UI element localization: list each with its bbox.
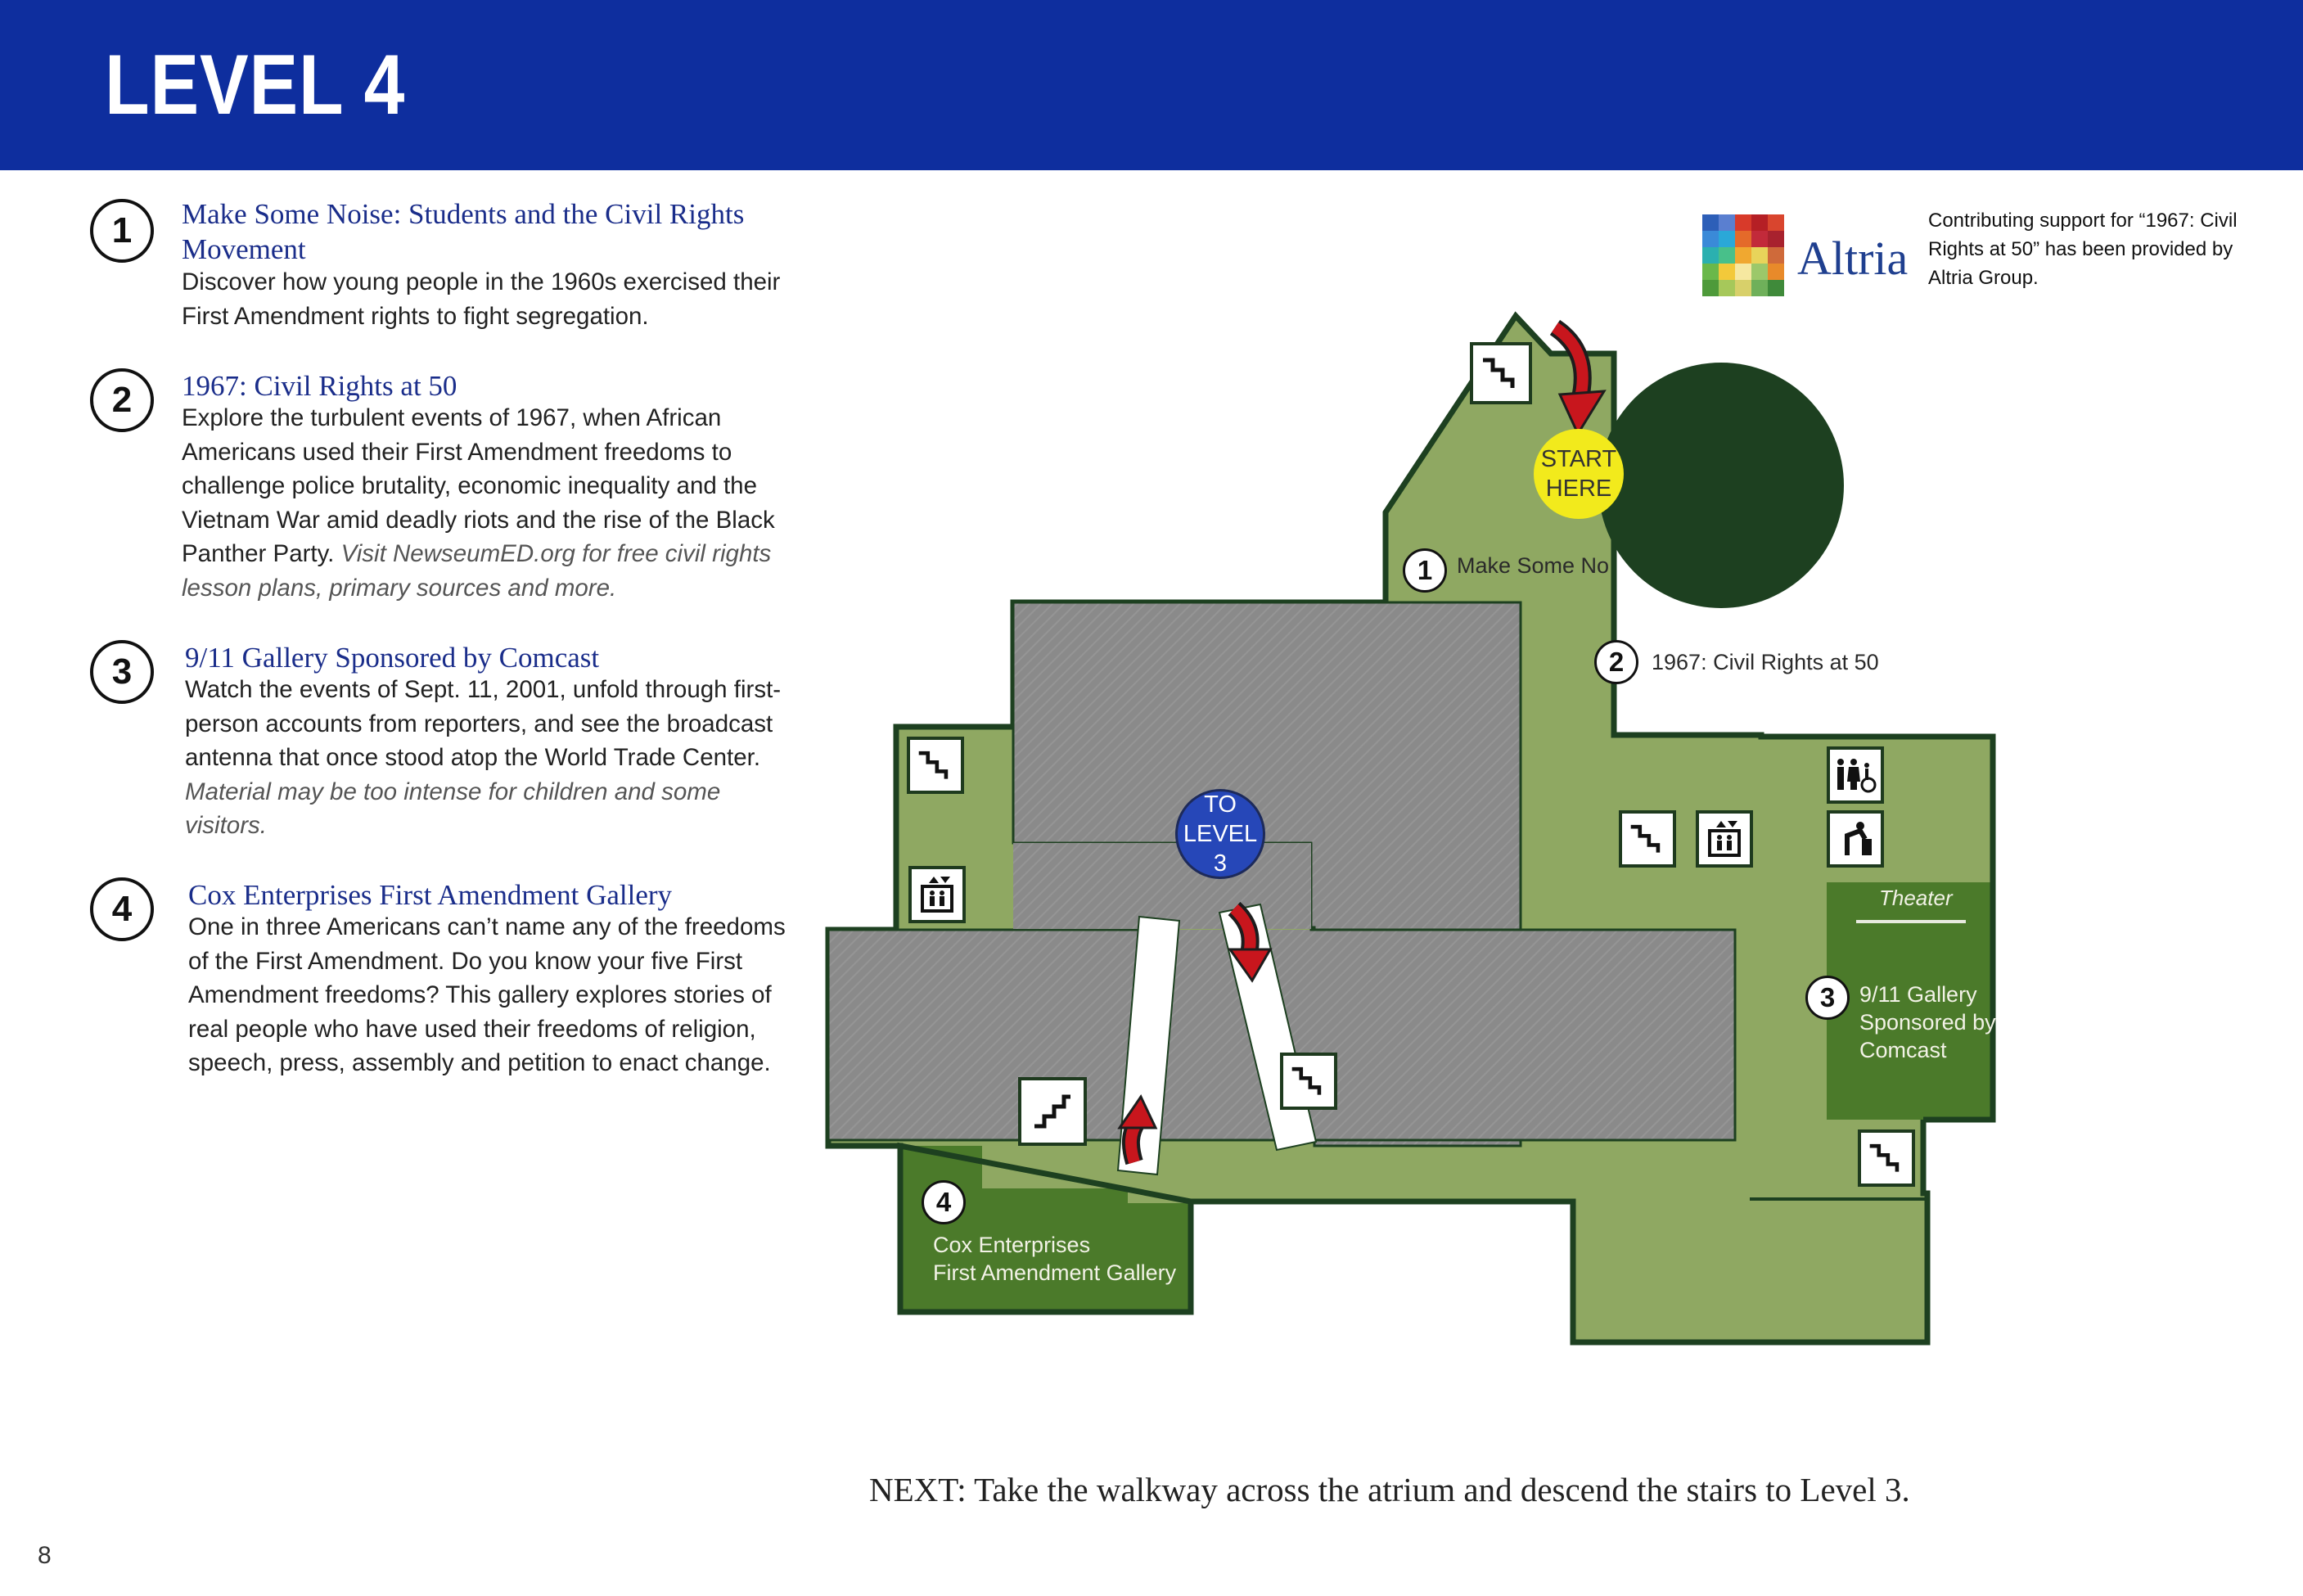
elevator-glyph-icon	[1708, 821, 1741, 857]
map-label-3-line1: 9/11 Gallery	[1859, 982, 1977, 1007]
exhibit-description-text-2: Explore the turbulent events of 1967, wh…	[182, 404, 775, 567]
exhibit-item-4: 4 Cox Enterprises First Amendment Galler…	[90, 877, 786, 1123]
stairs-down-glyph-icon	[1630, 824, 1661, 853]
next-instruction: NEXT: Take the walkway across the atrium…	[869, 1471, 1910, 1508]
stairs-down-icon	[1619, 810, 1676, 868]
sponsor-name: Altria	[1797, 232, 1909, 285]
water-fountain-glyph-icon	[1845, 822, 1872, 855]
right-wing-outline	[1614, 732, 1996, 1123]
stairs-down-glyph-icon	[1483, 358, 1515, 388]
stairs-down-glyph-icon	[918, 751, 949, 779]
atrium-notch	[1013, 843, 1311, 929]
stairs-down-icon	[1280, 1053, 1337, 1110]
elevator-icon	[908, 866, 966, 923]
map-label-1: Make Some No	[1457, 553, 1610, 578]
stairs-down-glyph-icon	[1291, 1066, 1322, 1095]
exhibit-item-1: 1 Make Some Noise: Students and the Civi…	[90, 196, 780, 336]
header-banner: LEVEL 4	[0, 0, 2303, 170]
exhibit-description-text-3: Watch the events of Sept. 11, 2001, unfo…	[185, 676, 782, 771]
exhibit-note-3: Material may be too intense for children…	[185, 778, 721, 840]
start-line2: HERE	[1545, 476, 1612, 502]
map-label-2: 1967: Civil Rights at 50	[1652, 650, 1879, 674]
stairs-down-icon	[907, 737, 964, 794]
map-label-3-line3: Comcast	[1859, 1038, 1947, 1062]
exhibit-number-1: 1	[90, 199, 154, 263]
elevator-icon	[1696, 810, 1753, 868]
exhibit-number-2: 2	[90, 368, 154, 432]
exhibit-note-2: Visit NewseumED.org for free civil right…	[182, 540, 772, 602]
map-marker-3: 3	[1805, 976, 1850, 1020]
stairs-down-glyph-icon	[1869, 1143, 1900, 1172]
to-level-3-badge: TO LEVEL 3	[1175, 789, 1265, 879]
rotunda	[1598, 363, 1844, 608]
exhibit-description-text-4: One in three Americans can’t name any of…	[188, 913, 786, 1076]
page-number: 8	[38, 1542, 52, 1569]
to-level-line1: TO	[1204, 791, 1237, 818]
exhibit-title-3: 9/11 Gallery Sponsored by Comcast	[185, 642, 600, 674]
exhibit-description-4: One in three Americans can’t name any of…	[188, 910, 810, 1080]
restroom-icon	[1827, 746, 1884, 804]
stairs-down-icon	[1470, 342, 1532, 404]
exhibit-number-3: 3	[90, 640, 154, 704]
exhibit-item-3: 3 9/11 Gallery Sponsored by Comcast Watc…	[90, 640, 781, 853]
start-here-badge: START HERE	[1534, 429, 1624, 519]
arrow-walkway-up-head	[1117, 1093, 1158, 1129]
exhibit-description-text-1: Discover how young people in the 1960s e…	[182, 268, 781, 330]
elevator-glyph-icon	[921, 877, 953, 913]
page-title: LEVEL 4	[105, 38, 406, 133]
map-marker-1: 1	[1403, 548, 1447, 593]
water-fountain-icon	[1827, 810, 1884, 868]
stairs-up-icon	[1018, 1077, 1087, 1146]
gallery-4-outline	[897, 1142, 1194, 1315]
stairs-down-icon	[1858, 1129, 1915, 1187]
map-label-4-line2: First Amendment Gallery	[933, 1260, 1177, 1285]
exhibit-title-4: Cox Enterprises First Amendment Gallery	[188, 879, 673, 911]
altria-logo-icon	[1702, 214, 1784, 296]
to-level-line2: LEVEL 3	[1183, 821, 1258, 877]
exhibit-item-2: 2 1967: Civil Rights at 50 Explore the t…	[90, 368, 777, 614]
exhibit-description-2: Explore the turbulent events of 1967, wh…	[182, 401, 787, 605]
gallery-4-block	[900, 1146, 1191, 1312]
exhibit-title-1: Make Some Noise: Students and the Civil …	[182, 198, 745, 265]
map-marker-2: 2	[1594, 640, 1638, 684]
exhibit-description-3: Watch the events of Sept. 11, 2001, unfo…	[185, 673, 791, 843]
sponsor-credit: Contributing support for “1967: Civil Ri…	[1928, 210, 2238, 289]
stairs-up-glyph-icon	[1034, 1094, 1070, 1129]
restroom-glyph-icon	[1837, 759, 1877, 793]
map-label-4: Cox Enterprises First Amendment Gallery	[933, 1231, 1176, 1287]
exhibit-title-2: 1967: Civil Rights at 50	[182, 370, 457, 402]
exhibit-description-1: Discover how young people in the 1960s e…	[182, 265, 787, 333]
map-label-4-line1: Cox Enterprises	[933, 1233, 1091, 1257]
map-marker-4: 4	[922, 1180, 966, 1224]
arrow-walkway-down-head	[1228, 948, 1273, 983]
start-line1: START	[1540, 446, 1617, 472]
arrow-start-fill	[1551, 322, 1589, 403]
exhibit-number-4: 4	[90, 877, 154, 941]
map-label-3-line2: Sponsored by	[1859, 1010, 1996, 1035]
arrow-start-head	[1557, 390, 1607, 437]
theater-label: Theater	[1879, 886, 1953, 910]
map-label-3: 9/11 Gallery Sponsored by Comcast	[1859, 981, 1996, 1064]
